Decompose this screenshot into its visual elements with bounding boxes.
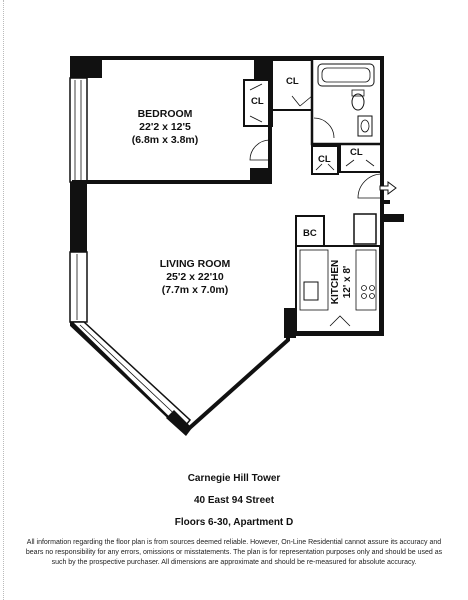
kitchen-sink xyxy=(303,281,319,301)
door-entry xyxy=(357,173,383,199)
closet-top-label: CL xyxy=(286,76,299,87)
floor-plan xyxy=(69,56,404,436)
door-bath xyxy=(313,117,335,139)
kitchen-dims: 12' x 8' xyxy=(342,265,353,299)
window-living-left xyxy=(69,251,88,323)
wall-living-left xyxy=(70,182,87,252)
bedroom-dims-metric: (6.8m x 3.8m) xyxy=(131,134,199,146)
closet-hall-left xyxy=(311,145,339,175)
bath-sink xyxy=(357,115,373,137)
counter-left xyxy=(299,249,329,311)
closet-bedroom-label: CL xyxy=(251,96,264,107)
living-room-dims-metric: (7.7m x 7.0m) xyxy=(161,284,229,296)
living-room-dims: 25'2 x 22'10 xyxy=(166,271,224,283)
unit-info: Floors 6-30, Apartment D xyxy=(174,517,294,528)
building-address: 40 East 94 Street xyxy=(193,495,275,506)
closet-bc-label: BC xyxy=(303,228,317,239)
bedroom-name: BEDROOM xyxy=(137,108,193,120)
closet-hall-right xyxy=(339,143,383,173)
counter-right xyxy=(355,249,377,311)
bathtub xyxy=(317,63,375,87)
wall-left-window xyxy=(69,77,88,183)
kitchen xyxy=(295,245,381,333)
bedroom-dims: 22'2 x 12'5 xyxy=(139,121,191,133)
closet-hall-left-label: CL xyxy=(318,154,331,165)
building-name: Carnegie Hill Tower xyxy=(187,473,281,484)
wall-block-topleft xyxy=(70,58,102,78)
closet-hall-right-label: CL xyxy=(350,147,363,158)
living-room-label: LIVING ROOM 25'2 x 22'10 (7.7m x 7.0m) xyxy=(140,258,250,297)
kitchen-label: KITCHEN 12' x 8' xyxy=(330,250,354,314)
page-edge-guide xyxy=(3,0,4,600)
living-room-name: LIVING ROOM xyxy=(159,258,231,270)
wall-corner-bottom xyxy=(166,410,192,436)
wall-entry-stub xyxy=(382,214,404,222)
toilet xyxy=(351,93,365,111)
stove-burner xyxy=(361,285,367,291)
kitchen-name: KITCHEN xyxy=(330,259,341,305)
window-diagonal xyxy=(70,321,192,432)
door-bedroom xyxy=(249,139,271,161)
wall-block-kitchen xyxy=(284,308,296,338)
disclaimer: All information regarding the floor plan… xyxy=(25,539,443,566)
entry-arrow-icon xyxy=(379,181,397,195)
bedroom-label: BEDROOM 22'2 x 12'5 (6.8m x 3.8m) xyxy=(110,108,220,147)
door-kitchen-closet xyxy=(329,315,351,327)
